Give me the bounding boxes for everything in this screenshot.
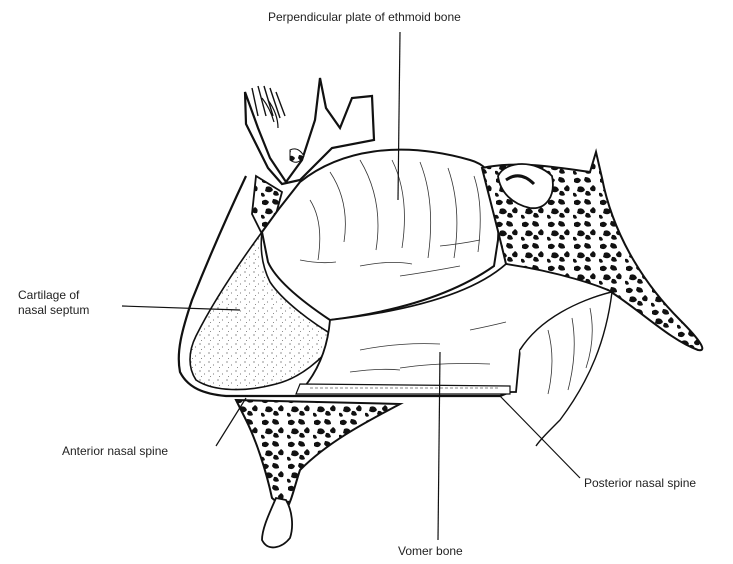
label-cartilage-line2: nasal septum — [18, 303, 89, 317]
label-vomer-bone: Vomer bone — [398, 544, 463, 558]
label-perpendicular-plate: Perpendicular plate of ethmoid bone — [268, 10, 461, 24]
label-posterior-nasal-spine: Posterior nasal spine — [584, 476, 696, 490]
maxilla-palate — [236, 400, 400, 510]
label-anterior-nasal-spine: Anterior nasal spine — [62, 444, 168, 458]
label-cartilage-line1: Cartilage of — [18, 288, 79, 302]
incisor-tooth — [262, 498, 292, 547]
leader-anterior-nasal-spine — [216, 398, 246, 446]
